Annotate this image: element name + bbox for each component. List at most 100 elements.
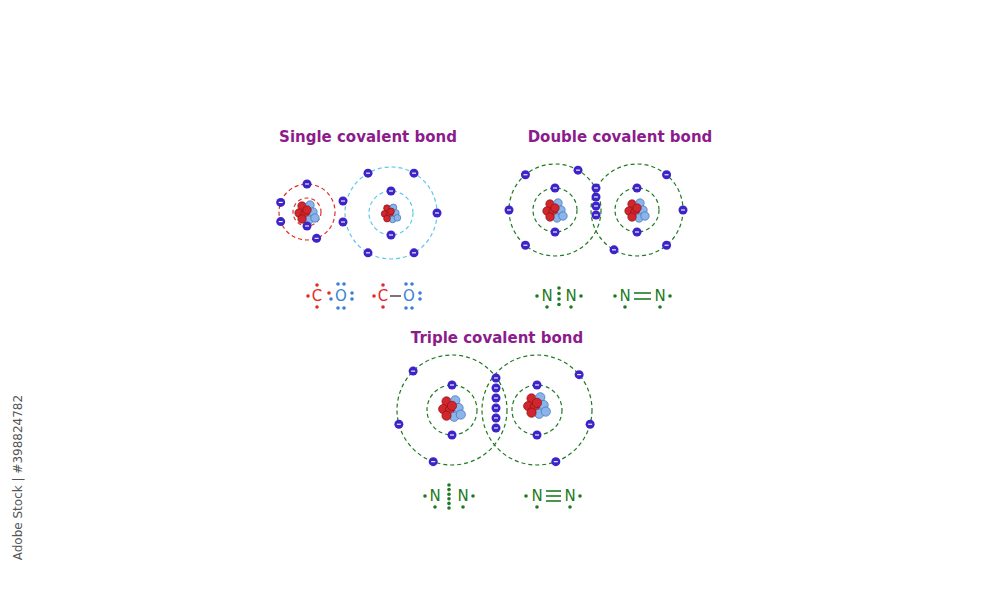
lewis-dot	[668, 294, 672, 298]
bond-line	[546, 495, 561, 497]
lewis-dot	[327, 291, 331, 295]
electron	[662, 170, 671, 179]
nucleus	[381, 204, 401, 223]
lewis-dot	[471, 494, 475, 498]
lewis-dot	[447, 497, 451, 501]
lewis-dot	[306, 294, 310, 298]
electron-shell	[427, 385, 477, 435]
bond-heading: Triple covalent bond	[411, 330, 583, 347]
lewis-dot	[418, 291, 422, 295]
electron	[387, 187, 396, 196]
electron	[610, 245, 619, 254]
lewis-dot	[433, 505, 437, 509]
electron	[574, 166, 583, 175]
bond-heading: Single covalent bond	[279, 129, 457, 146]
lewis-dot	[342, 306, 346, 310]
lewis-dot	[336, 306, 340, 310]
electron	[394, 420, 403, 429]
electron	[592, 184, 601, 193]
lewis-dot	[557, 286, 561, 290]
electron	[592, 211, 601, 220]
element-symbol: N	[654, 288, 665, 305]
element-symbol: N	[565, 288, 576, 305]
electron	[312, 234, 321, 243]
electron-shell	[345, 167, 437, 259]
lewis-dot	[423, 494, 427, 498]
electron	[505, 206, 514, 215]
electron	[448, 431, 457, 440]
electron	[533, 431, 542, 440]
nucleus	[524, 393, 551, 419]
lewis-dot	[329, 297, 333, 301]
bond-line	[634, 292, 651, 294]
electron-shell	[279, 184, 335, 240]
lewis-dot	[658, 305, 662, 309]
electron	[364, 248, 373, 257]
lewis-dot	[557, 297, 561, 301]
electron	[551, 457, 560, 466]
electron	[551, 228, 560, 237]
electron-shell	[512, 385, 562, 435]
lewis-dot	[447, 502, 451, 506]
lewis-dot	[613, 294, 617, 298]
electron-shell	[615, 188, 659, 232]
element-symbol: C	[312, 288, 322, 305]
electron	[492, 404, 501, 413]
element-symbol: N	[541, 288, 552, 305]
bond-line	[546, 490, 561, 492]
electron	[387, 231, 396, 240]
electron	[409, 367, 418, 376]
element-symbol: O	[403, 288, 415, 305]
electron-shell	[482, 355, 592, 465]
lewis-dot	[535, 294, 539, 298]
electron	[303, 222, 312, 231]
lewis-dot	[315, 305, 319, 309]
lewis-dot	[410, 306, 414, 310]
lewis-dot	[545, 305, 549, 309]
lewis-dot	[381, 305, 385, 309]
lewis-dot	[447, 506, 451, 510]
electron	[303, 180, 312, 189]
lewis-dot	[557, 292, 561, 296]
lewis-dot	[350, 297, 354, 301]
lewis-dot	[372, 294, 376, 298]
electron	[492, 394, 501, 403]
lewis-dot	[418, 297, 422, 301]
element-symbol: C	[378, 288, 388, 305]
electron	[521, 170, 530, 179]
electron	[448, 381, 457, 390]
lewis-dot	[350, 291, 354, 295]
lewis-dot	[404, 282, 408, 286]
element-symbol: N	[429, 488, 440, 505]
electron	[433, 209, 442, 218]
lewis-dot	[524, 494, 528, 498]
electron	[679, 206, 688, 215]
element-symbol: N	[531, 488, 542, 505]
lewis-dot	[404, 306, 408, 310]
element-symbol: N	[457, 488, 468, 505]
lewis-dot	[447, 492, 451, 496]
electron	[592, 202, 601, 211]
lewis-dot	[568, 505, 572, 509]
electron-shell	[369, 191, 413, 235]
element-symbol: N	[564, 488, 575, 505]
electron	[410, 169, 419, 178]
lewis-dot	[569, 305, 573, 309]
lewis-dot	[579, 294, 583, 298]
nucleus	[625, 199, 649, 222]
electron	[276, 217, 285, 226]
element-symbol: N	[619, 288, 630, 305]
electron	[429, 457, 438, 466]
nucleus	[439, 396, 466, 422]
electron	[521, 241, 530, 250]
lewis-dot	[557, 303, 561, 307]
electron	[276, 198, 285, 207]
electron	[364, 169, 373, 178]
electron	[492, 414, 501, 423]
lewis-dot	[342, 282, 346, 286]
lewis-dot	[336, 282, 340, 286]
electron	[592, 193, 601, 202]
electron	[633, 228, 642, 237]
